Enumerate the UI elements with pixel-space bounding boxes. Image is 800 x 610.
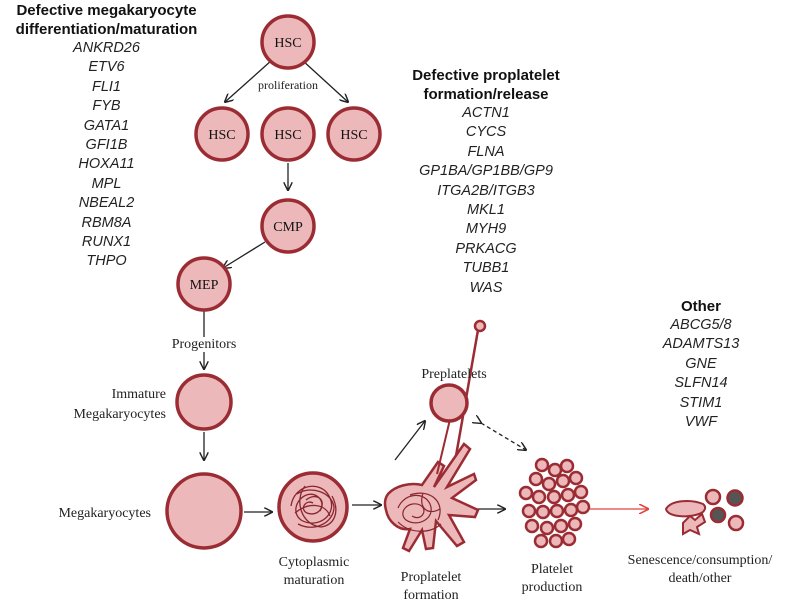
megakaryocyte-gene: GFI1B — [85, 137, 128, 154]
progenitors-label: Progenitors — [172, 337, 237, 352]
other-gene: ABCG5/8 — [670, 317, 732, 333]
megakaryocyte-gene: ETV6 — [88, 59, 125, 76]
megakaryocyte-gene: RBM8A — [81, 214, 132, 231]
arrow-hsc-to-hsc-left — [225, 59, 273, 102]
proplatelet-gene: MYH9 — [465, 221, 507, 238]
proplatelet-gene: ACTN1 — [462, 105, 510, 121]
hsc-right-node: HSC — [326, 106, 382, 162]
megakaryocyte-gene: MPL — [91, 175, 122, 192]
proplatelet-gene: GP1BA/GP1BB/GP9 — [419, 163, 553, 180]
megakaryocyte-heading: Defective megakaryocyte — [16, 2, 197, 19]
megakaryocyte-cell — [165, 472, 243, 550]
hsc-right-label: HSC — [340, 128, 367, 143]
cytoplasmic-label-line2: maturation — [284, 573, 345, 588]
proplatelet-heading: formation/release — [423, 86, 549, 103]
other-gene: SLFN14 — [674, 375, 728, 392]
other-gene: ADAMTS13 — [662, 336, 740, 353]
cytoplasmic-label-line1: Cytoplasmic — [279, 555, 350, 570]
proplatelet-gene: FLNA — [467, 143, 505, 160]
cytoplasmic-maturation-cell — [277, 471, 349, 543]
senescence-cells — [664, 488, 745, 536]
megakaryocyte-gene: RUNX1 — [81, 234, 132, 251]
hsc-top-node: HSC — [260, 14, 316, 70]
other-gene: STIM1 — [679, 394, 723, 411]
megakaryocyte-gene: FYB — [92, 98, 121, 115]
proplatelet-gene: TUBB1 — [462, 260, 510, 277]
platelet-cluster — [518, 457, 591, 549]
cmp-label: CMP — [273, 220, 303, 235]
megakaryocyte-heading: differentiation/maturation — [15, 21, 198, 38]
senescence-label-line1: Senescence/consumption/ — [628, 553, 773, 568]
arrow-to-preplatelets — [394, 421, 425, 461]
megakaryocytes-label: Megakaryocytes — [58, 506, 151, 521]
mep-node: MEP — [176, 256, 232, 312]
proplatelet-heading: Defective proplatelet — [412, 67, 560, 84]
megakaryocyte-gene: HOXA11 — [78, 156, 135, 173]
cmp-node: CMP — [260, 198, 316, 254]
arrow-hsc-to-hsc-right — [301, 59, 348, 102]
megakaryocyte-gene: ANKRD26 — [73, 40, 140, 56]
arrow-cmp-to-mep — [223, 241, 266, 268]
megakaryocyte-gene-list: Defective megakaryocyte differentiation/m… — [0, 1, 213, 272]
hsc-left-node: HSC — [194, 106, 250, 162]
proplatelet-label-line2: formation — [403, 588, 458, 603]
megakaryocyte-gene: FLI1 — [91, 78, 121, 95]
preplatelet-cell — [429, 383, 469, 423]
other-heading: Other — [680, 298, 721, 315]
proplatelet-gene: ITGA2B/ITGB3 — [437, 182, 535, 199]
immature-label-line1: Immature — [112, 387, 166, 402]
megakaryocyte-gene: THPO — [86, 253, 127, 270]
proplatelet-gene: CYCS — [465, 124, 507, 141]
hsc-mid-node: HSC — [260, 106, 316, 162]
platelet-label-line2: production — [522, 580, 583, 595]
hsc-mid-label: HSC — [274, 128, 301, 143]
other-gene: VWF — [684, 414, 718, 431]
megakaryocyte-gene: NBEAL2 — [78, 195, 135, 212]
preplatelets-label: Preplatelets — [421, 367, 486, 382]
arrow-preplatelet-exchange — [481, 423, 526, 450]
platelet-label-line1: Platelet — [531, 562, 573, 577]
senescence-label-line2: death/other — [669, 571, 732, 586]
mep-label: MEP — [190, 278, 219, 293]
immature-megakaryocyte-cell — [175, 373, 233, 431]
proplatelet-gene: WAS — [469, 279, 503, 296]
flow-arrows — [204, 59, 526, 512]
proplatelet-gene: PRKACG — [455, 240, 517, 257]
megakaryocyte-gene: GATA1 — [83, 117, 130, 134]
hsc-top-label: HSC — [274, 36, 301, 51]
proplatelet-formation-cell — [383, 319, 487, 553]
proliferation-label: proliferation — [258, 78, 318, 92]
immature-label-line2: Megakaryocytes — [73, 407, 166, 422]
other-gene: GNE — [685, 355, 717, 372]
proplatelet-gene: MKL1 — [467, 202, 505, 219]
hsc-left-label: HSC — [208, 128, 235, 143]
proplatelet-label-line1: Proplatelet — [401, 570, 462, 585]
